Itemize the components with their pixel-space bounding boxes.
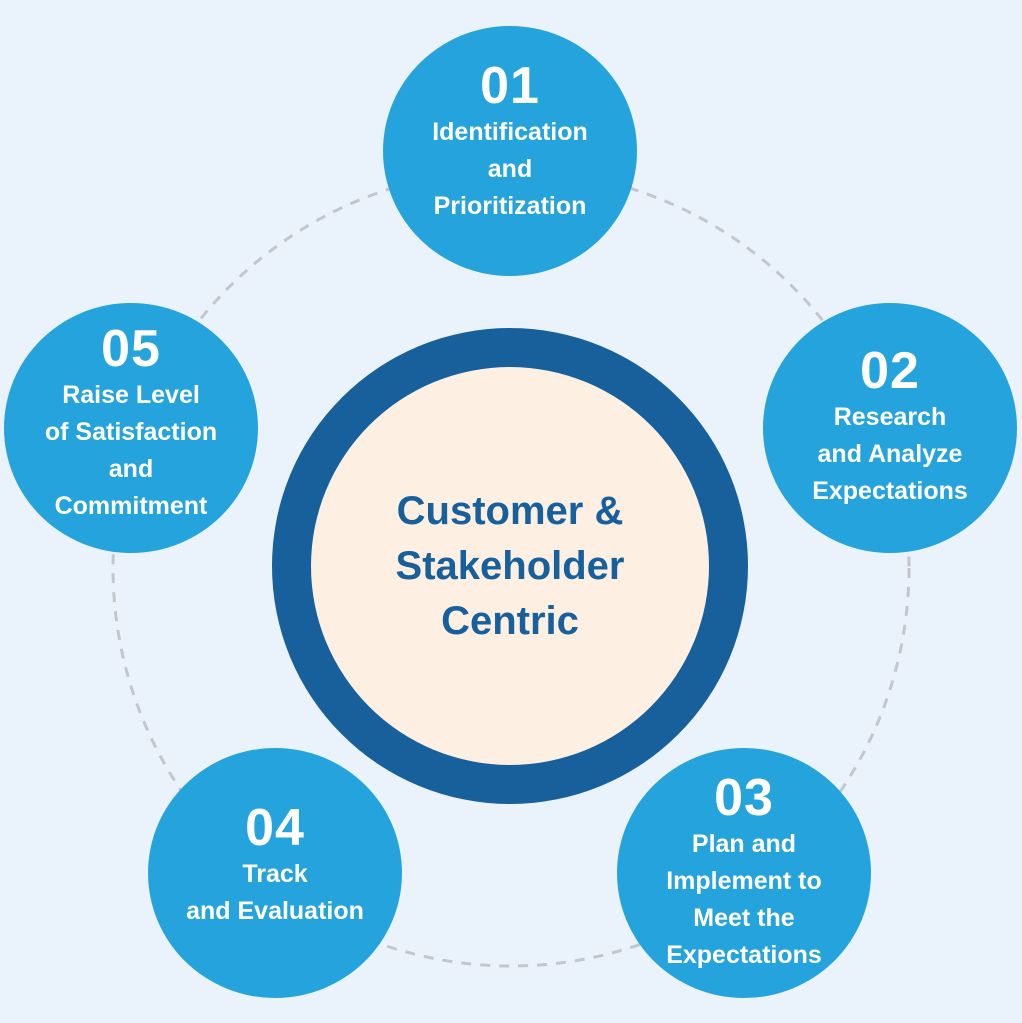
step-02-circle: 02 Research and Analyze Expectations [763, 303, 1017, 553]
step-04-circle: 04 Track and Evaluation [148, 748, 402, 998]
step-number: 05 [101, 320, 161, 378]
center-circle: Customer & Stakeholder Centric [311, 367, 709, 765]
step-05-circle: 05 Raise Level of Satisfaction and Commi… [4, 303, 258, 553]
step-label: Plan and Implement to Meet the Expectati… [666, 830, 822, 969]
step-label: Research and Analyze Expectations [812, 403, 968, 505]
step-label: Identification and Prioritization [432, 118, 588, 220]
step-number: 02 [860, 342, 920, 400]
step-label: Track and Evaluation [186, 860, 364, 925]
center-title: Customer & Stakeholder Centric [395, 488, 625, 643]
step-label: Raise Level of Satisfaction and Commitme… [44, 381, 218, 520]
step-01-circle: 01 Identification and Prioritization [383, 26, 637, 276]
step-number: 01 [480, 57, 540, 115]
step-number: 04 [245, 799, 305, 857]
step-03-circle: 03 Plan and Implement to Meet the Expect… [617, 748, 871, 998]
step-number: 03 [714, 769, 774, 827]
